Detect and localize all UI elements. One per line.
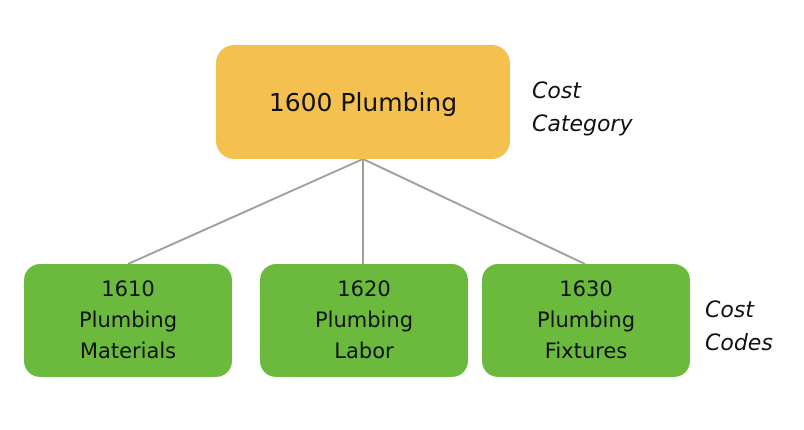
cost-category-label: 1600 Plumbing <box>268 87 458 117</box>
cost-code-name-line: Plumbing <box>78 308 178 332</box>
cost-code-number: 1610 <box>101 277 155 301</box>
cost-code-name-line: Plumbing <box>314 308 414 332</box>
connector-to-1630 <box>362 158 586 265</box>
cost-code-node-1620: 1620 Plumbing Labor <box>260 264 468 377</box>
annotation-line: Codes <box>705 331 773 356</box>
annotation-line: Cost <box>532 79 581 104</box>
cost-code-name-line: Materials <box>79 339 177 363</box>
cost-codes-annotation: Cost Codes <box>705 294 773 360</box>
cost-code-node-1610: 1610 Plumbing Materials <box>24 264 232 377</box>
cost-code-number: 1620 <box>337 277 391 301</box>
cost-category-node: 1600 Plumbing <box>216 45 510 159</box>
cost-category-annotation: Cost Category <box>532 75 633 141</box>
cost-code-name-line: Labor <box>334 339 394 363</box>
cost-code-name-line: Plumbing <box>536 308 636 332</box>
connector-to-1610 <box>127 158 364 265</box>
annotation-line: Cost <box>705 298 754 323</box>
cost-code-name-line: Fixtures <box>544 339 628 363</box>
cost-code-number: 1630 <box>559 277 613 301</box>
cost-code-node-1630: 1630 Plumbing Fixtures <box>482 264 690 377</box>
annotation-line: Category <box>532 112 633 137</box>
